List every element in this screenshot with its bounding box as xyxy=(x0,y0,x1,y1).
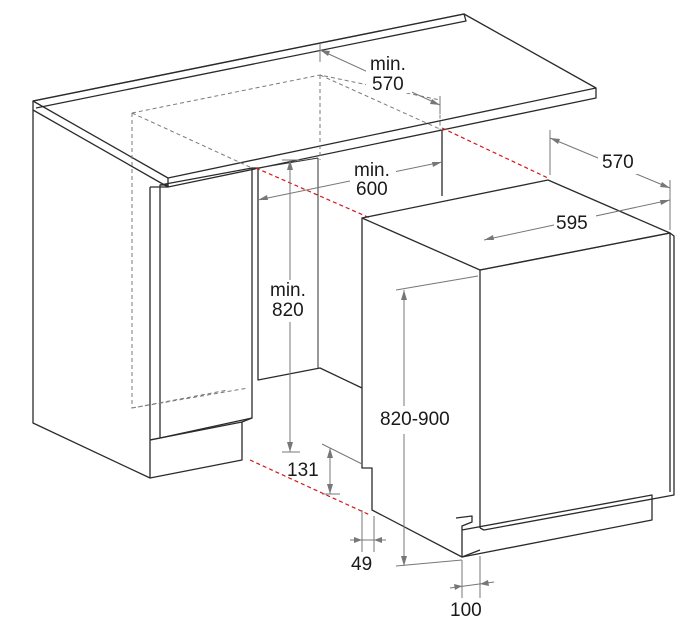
cabinet-side-left xyxy=(32,110,151,479)
cavity-width-value: 600 xyxy=(356,179,388,200)
plinth-inset-value: 49 xyxy=(351,554,372,575)
worktop-top xyxy=(32,13,597,179)
cavity-width-prefix: min. xyxy=(354,160,390,181)
cabinet-front-panel xyxy=(159,167,253,439)
worktop-back-lip xyxy=(32,13,467,109)
cavity-height-value: 820 xyxy=(272,300,304,321)
appliance-height-value: 820-900 xyxy=(380,409,450,430)
dishwasher-kickplate xyxy=(461,494,653,558)
cabinet-front-left xyxy=(149,184,169,441)
plinth-height-value: 131 xyxy=(287,460,319,481)
niche-right-wall xyxy=(252,167,363,389)
dishwasher-door xyxy=(479,232,675,531)
worktop-front-edge xyxy=(32,88,597,188)
dimension-lines xyxy=(257,44,671,598)
cavity-height-prefix: min. xyxy=(270,280,306,301)
kitchen-cabinet xyxy=(32,13,597,479)
dishwasher-top xyxy=(361,179,671,271)
dishwasher-side xyxy=(361,218,481,558)
appliance-depth-value: 570 xyxy=(602,152,634,173)
appliance-width-value: 595 xyxy=(556,213,588,234)
dishwasher xyxy=(361,179,675,558)
cavity-depth-value: 570 xyxy=(372,74,404,95)
hidden-carcass xyxy=(131,74,441,409)
cabinet-plinth xyxy=(149,421,243,479)
door-offset-value: 100 xyxy=(450,600,482,621)
dimension-labels: min. 570 min. 600 min. 820 570 595 820-9… xyxy=(268,53,642,621)
cavity-depth-prefix: min. xyxy=(370,54,406,75)
reference-lines xyxy=(249,127,549,516)
